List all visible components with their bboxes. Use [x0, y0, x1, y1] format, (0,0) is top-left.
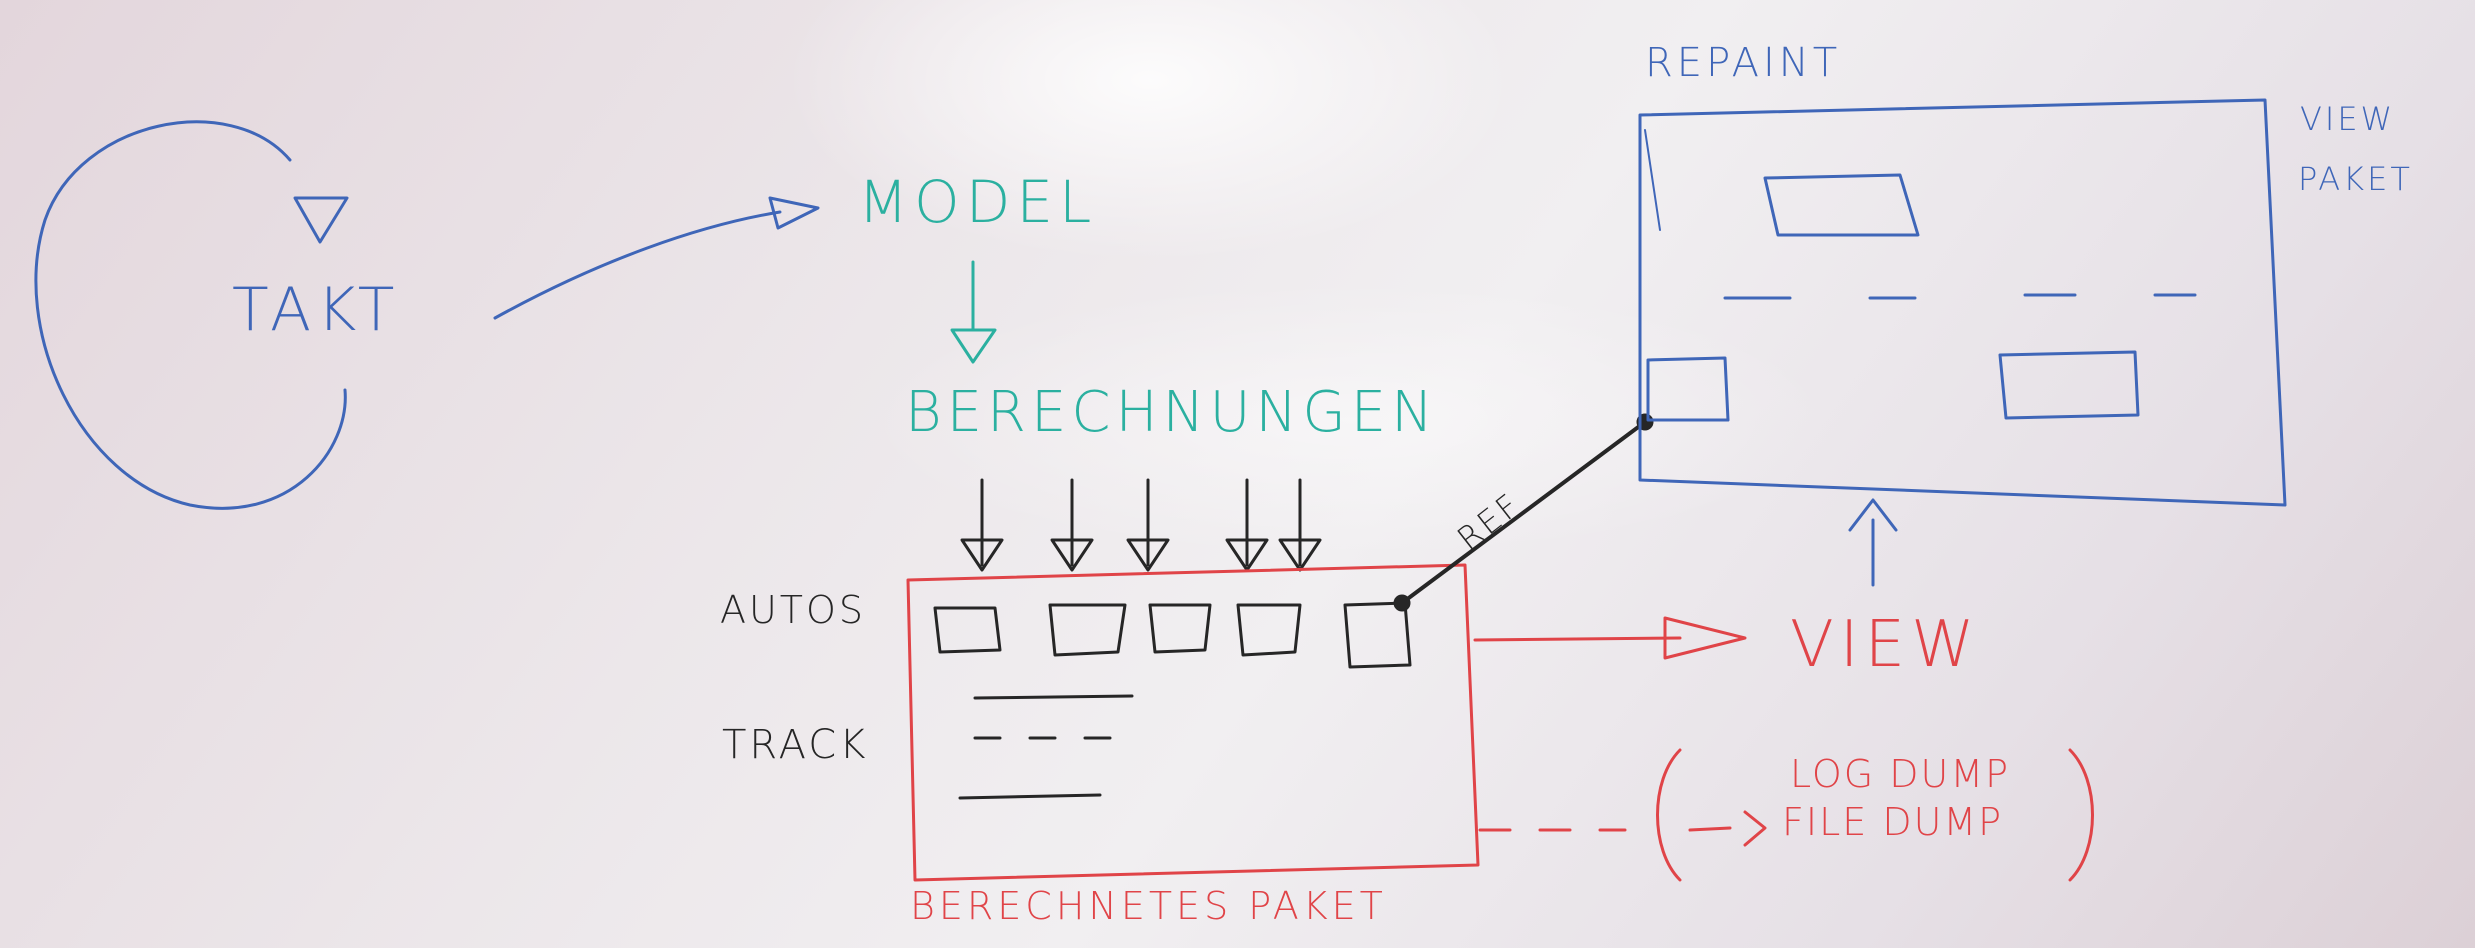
berechnetes-paket-label: BERECHNETES PAKET	[910, 884, 1387, 928]
berechnungen-label: BERECHNUNGEN	[905, 380, 1438, 445]
view-paket-label-line2: PAKET	[2298, 160, 2413, 198]
auto-box	[1343, 601, 1412, 669]
view-to-paket-arrowhead	[1848, 498, 1898, 532]
paket-to-view-arrowhead	[1663, 616, 1747, 660]
dump-arrow	[1688, 826, 1732, 832]
view-dashes	[1723, 293, 2197, 300]
autos-boxes	[933, 601, 1412, 669]
takt-label: TAKT	[232, 275, 401, 345]
autos-label: AUTOS	[720, 588, 867, 632]
view-element	[1646, 356, 1730, 422]
auto-box	[933, 606, 1002, 654]
berechnetes-paket-box	[906, 563, 1480, 882]
track-line	[958, 793, 1102, 800]
computation-arrowhead	[1050, 538, 1094, 572]
computation-arrows	[960, 478, 1322, 572]
computation-arrowhead	[1225, 538, 1269, 572]
computation-arrowhead	[1126, 538, 1170, 572]
ref-dot-auto	[1393, 594, 1411, 612]
auto-box	[1236, 603, 1302, 657]
view-paket-box-edge	[1644, 129, 1661, 231]
dump-bracket-left	[1656, 748, 1682, 882]
track-line	[973, 694, 1134, 700]
track-label: TRACK	[722, 722, 869, 768]
paket-to-view-arrow	[1473, 636, 1682, 642]
takt-loop-arrow	[34, 120, 347, 510]
auto-box	[1048, 603, 1127, 657]
view-label: VIEW	[1790, 608, 1981, 682]
view-paket-label-line1: VIEW	[2300, 100, 2396, 138]
ref-line	[1400, 420, 1647, 605]
takt-loop-arrowhead	[293, 196, 349, 244]
log-dump-label: LOG DUMP	[1790, 752, 2011, 796]
view-element	[1998, 350, 2140, 420]
takt-to-model-arrow	[493, 210, 782, 320]
repaint-label: REPAINT	[1645, 40, 1842, 86]
model-to-berechnungen-arrowhead	[950, 328, 997, 364]
view-paket-box	[1638, 98, 2287, 507]
track-lines	[958, 694, 1134, 800]
dump-bracket-right	[2068, 748, 2094, 882]
view-elements	[1646, 173, 2197, 422]
model-label: MODEL	[858, 168, 1098, 236]
view-element	[1763, 173, 1920, 237]
computation-arrowhead	[960, 538, 1004, 572]
auto-box	[1148, 603, 1212, 654]
computation-arrowhead	[1278, 538, 1322, 572]
dump-arrowhead	[1743, 810, 1767, 847]
takt-to-model-arrowhead	[768, 196, 820, 230]
file-dump-label: FILE DUMP	[1782, 800, 2004, 844]
